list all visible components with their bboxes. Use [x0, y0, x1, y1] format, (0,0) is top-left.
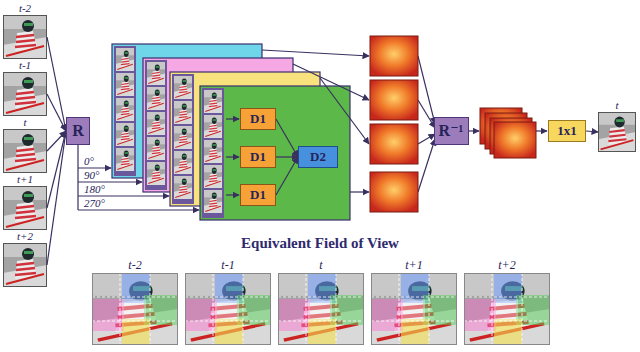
heatmaps	[370, 36, 536, 212]
time-label: t-1	[0, 59, 51, 71]
time-label: t+2	[0, 230, 51, 242]
box-label: D1	[250, 150, 266, 164]
time-label: t+1	[0, 173, 51, 185]
frame-picture	[3, 186, 47, 230]
frame-column	[145, 60, 167, 190]
time-label: t-1	[198, 259, 258, 272]
layout-arrows	[78, 50, 547, 210]
frame-picture	[3, 15, 47, 59]
flow-arrow	[276, 119, 298, 157]
frame-column	[172, 74, 194, 204]
network-panel	[200, 86, 350, 220]
time-label: t	[594, 99, 640, 111]
network-box: D1	[240, 146, 276, 168]
box-label: D2	[310, 150, 326, 164]
box-label: D1	[250, 188, 266, 202]
network-box: D1	[240, 184, 276, 206]
frame-column	[202, 88, 224, 218]
box-label: D1	[250, 112, 266, 126]
rotation-box: R	[66, 117, 90, 145]
section-heading: Equivalent Field of View	[190, 234, 450, 252]
angle-label: 0°	[83, 155, 95, 167]
inverse-rotation-box: R⁻¹	[434, 117, 469, 145]
frame-picture	[3, 243, 47, 287]
input-frame: t+1	[3, 186, 47, 230]
angle-label: 270°	[83, 197, 106, 209]
time-label: t	[0, 116, 51, 128]
network-box: D2	[298, 146, 338, 168]
time-label: t+1	[384, 259, 444, 272]
output-picture	[598, 112, 636, 152]
flow-arrow	[47, 131, 66, 265]
box-label: 1x1	[557, 124, 577, 138]
network-box: D1	[240, 108, 276, 130]
flow-arrow	[47, 37, 66, 131]
field-of-view-frames	[92, 273, 550, 345]
box-label: R	[72, 122, 84, 140]
angle-label: 180°	[83, 183, 106, 195]
input-frames	[3, 15, 47, 287]
frame-picture	[3, 129, 47, 173]
time-label: t-2	[0, 2, 51, 14]
flow-arrow	[47, 94, 66, 131]
flow-arrow	[276, 157, 298, 195]
output-border	[599, 113, 636, 152]
frame-column	[114, 46, 136, 176]
output-frame: t	[598, 112, 636, 152]
conv-box: 1x1	[548, 120, 586, 142]
input-frame: t+2	[3, 243, 47, 287]
time-label: t+2	[477, 259, 537, 272]
input-frame: t	[3, 129, 47, 173]
input-frame: t-1	[3, 72, 47, 116]
input-frame: t-2	[3, 15, 47, 59]
angle-label: 90°	[83, 169, 100, 181]
time-label: t	[291, 259, 351, 272]
time-label: t-2	[105, 259, 165, 272]
frame-picture	[3, 72, 47, 116]
rotated-stack	[112, 44, 350, 220]
box-label: R⁻¹	[439, 122, 464, 140]
flow-arrow	[276, 156, 298, 157]
flow-arrow	[586, 131, 598, 132]
